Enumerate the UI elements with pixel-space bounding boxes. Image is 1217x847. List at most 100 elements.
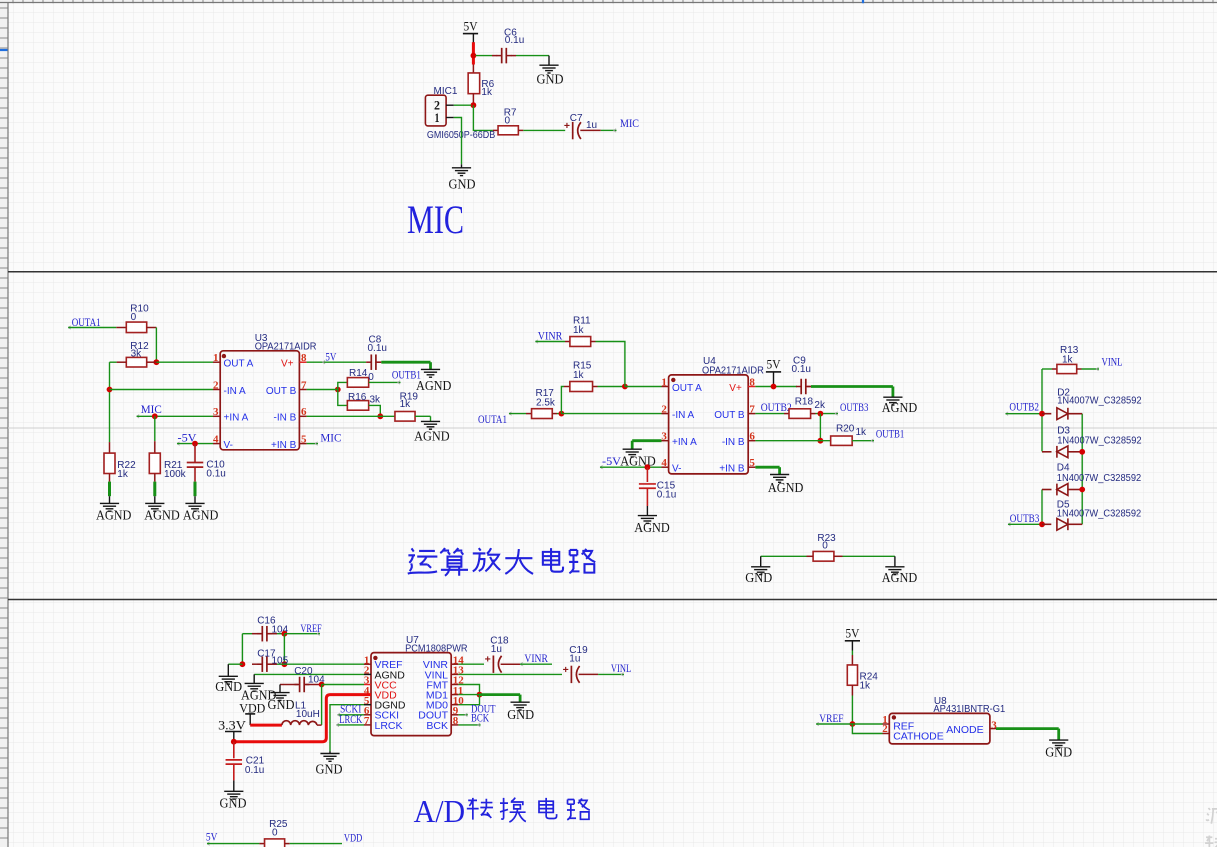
- svg-text:OUT A: OUT A: [672, 383, 702, 394]
- svg-text:3: 3: [364, 675, 370, 687]
- svg-text:GND: GND: [537, 72, 564, 87]
- svg-text:C19: C19: [569, 645, 588, 656]
- svg-text:VREF: VREF: [300, 623, 321, 635]
- svg-text:VINL: VINL: [1102, 357, 1123, 369]
- svg-text:0.1u: 0.1u: [505, 35, 524, 46]
- svg-text:OUT A: OUT A: [224, 359, 254, 370]
- svg-text:8: 8: [749, 376, 755, 388]
- svg-text:AGND: AGND: [414, 429, 450, 444]
- svg-text:6: 6: [364, 705, 370, 717]
- svg-text:R23: R23: [817, 533, 836, 544]
- svg-text:R11: R11: [573, 315, 591, 326]
- svg-text:3k: 3k: [370, 394, 382, 405]
- svg-text:AP431IBNTR-G1: AP431IBNTR-G1: [933, 704, 1005, 715]
- svg-text:D3: D3: [1057, 425, 1070, 436]
- svg-text:GND: GND: [745, 570, 772, 585]
- svg-text:SCKI: SCKI: [340, 704, 361, 716]
- svg-text:AGND: AGND: [375, 669, 406, 681]
- svg-text:+: +: [563, 664, 569, 676]
- svg-text:C10: C10: [206, 460, 225, 471]
- svg-text:OUTB3: OUTB3: [1010, 513, 1040, 525]
- svg-text:5V: 5V: [206, 832, 218, 844]
- svg-text:1k: 1k: [400, 399, 412, 410]
- svg-text:U7: U7: [406, 635, 419, 646]
- svg-text:R18: R18: [795, 396, 814, 407]
- svg-text:+IN B: +IN B: [271, 440, 297, 451]
- svg-text:OUTB2: OUTB2: [1009, 402, 1039, 414]
- svg-text:D2: D2: [1057, 388, 1070, 399]
- svg-text:ANODE: ANODE: [946, 724, 983, 736]
- svg-text:GND: GND: [316, 761, 343, 776]
- svg-text:MIC: MIC: [320, 433, 341, 445]
- svg-text:1: 1: [882, 714, 888, 726]
- svg-text:12: 12: [453, 675, 465, 687]
- svg-text:R24: R24: [860, 672, 879, 683]
- svg-text:R22: R22: [117, 460, 136, 471]
- svg-text:GND: GND: [220, 796, 247, 811]
- svg-text:9: 9: [453, 705, 459, 717]
- svg-text:1u: 1u: [569, 654, 580, 665]
- svg-text:1k: 1k: [117, 469, 129, 480]
- svg-text:2: 2: [882, 723, 888, 735]
- svg-text:10uH: 10uH: [296, 709, 320, 720]
- svg-text:DOUT: DOUT: [418, 710, 448, 722]
- svg-text:AGND: AGND: [634, 520, 670, 535]
- svg-text:GND: GND: [215, 679, 242, 694]
- svg-text:3: 3: [661, 431, 667, 443]
- svg-text:-5V: -5V: [178, 433, 198, 445]
- svg-text:DGND: DGND: [375, 700, 406, 712]
- svg-text:1N4007W_C328592: 1N4007W_C328592: [1057, 508, 1142, 519]
- svg-text:1: 1: [435, 111, 440, 125]
- svg-text:0.1u: 0.1u: [206, 468, 225, 479]
- svg-text:-IN B: -IN B: [722, 437, 745, 448]
- svg-text:104: 104: [272, 625, 289, 636]
- svg-text:0.1u: 0.1u: [792, 364, 811, 375]
- svg-text:D5: D5: [1057, 499, 1070, 510]
- svg-text:C21: C21: [246, 756, 265, 767]
- svg-text:MIC: MIC: [407, 197, 464, 242]
- svg-text:14: 14: [453, 654, 465, 666]
- svg-text:MD0: MD0: [426, 700, 448, 712]
- svg-text:GND: GND: [507, 707, 534, 722]
- svg-text:OPA2171AIDR: OPA2171AIDR: [255, 341, 317, 352]
- svg-text:R14: R14: [349, 368, 368, 379]
- svg-text:MIC: MIC: [141, 404, 162, 416]
- svg-text:U4: U4: [703, 356, 716, 367]
- svg-text:4: 4: [213, 433, 219, 445]
- svg-text:0.1u: 0.1u: [368, 343, 387, 354]
- svg-text:R15: R15: [573, 360, 592, 371]
- svg-text:-IN A: -IN A: [224, 386, 247, 397]
- svg-text:AGND: AGND: [882, 570, 918, 585]
- svg-text:3: 3: [213, 406, 219, 418]
- svg-text:R20: R20: [836, 423, 855, 434]
- svg-text:C9: C9: [793, 355, 806, 366]
- svg-text:R25: R25: [269, 819, 288, 830]
- svg-text:V+: V+: [281, 359, 294, 370]
- svg-text:2.5k: 2.5k: [536, 397, 556, 408]
- svg-text:4: 4: [661, 457, 667, 469]
- svg-text:BCK: BCK: [471, 713, 490, 725]
- svg-text:1u: 1u: [491, 644, 502, 655]
- svg-text:6: 6: [749, 431, 755, 443]
- svg-text:OUT B: OUT B: [714, 410, 745, 421]
- svg-text:2k: 2k: [814, 400, 826, 411]
- svg-text:R19: R19: [400, 392, 419, 403]
- svg-text:5V: 5V: [845, 627, 859, 641]
- svg-text:3: 3: [991, 719, 997, 731]
- svg-text:0: 0: [272, 827, 278, 838]
- svg-text:V+: V+: [729, 383, 742, 394]
- svg-text:VREF: VREF: [819, 713, 843, 725]
- svg-text:1k: 1k: [1062, 354, 1074, 365]
- svg-text:DOUT: DOUT: [471, 704, 496, 716]
- svg-text:GND: GND: [449, 177, 476, 192]
- svg-text:VDD: VDD: [344, 833, 362, 845]
- svg-text:R13: R13: [1060, 345, 1079, 356]
- svg-text:MD1: MD1: [426, 690, 448, 702]
- svg-text:CATHODE: CATHODE: [893, 731, 944, 743]
- svg-text:AGND: AGND: [416, 378, 452, 393]
- svg-text:1: 1: [364, 654, 370, 666]
- svg-text:VINR: VINR: [423, 659, 449, 671]
- svg-text:5: 5: [301, 433, 307, 445]
- svg-text:2: 2: [364, 665, 370, 677]
- svg-text:C17: C17: [257, 649, 276, 660]
